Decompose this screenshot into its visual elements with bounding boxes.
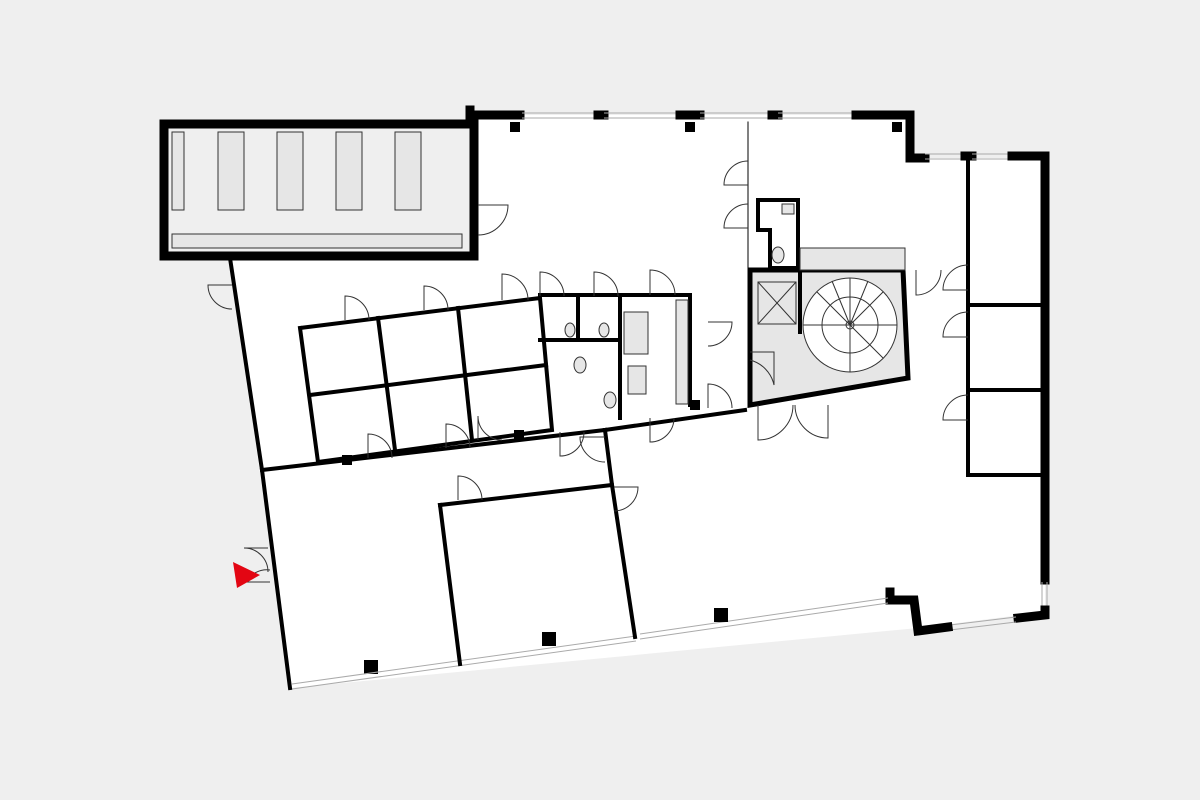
shelving: [171, 131, 463, 249]
location-triangle-icon: [233, 562, 260, 588]
columns: [342, 122, 902, 465]
interior-walls: [259, 121, 1047, 667]
storage-room: [159, 119, 479, 261]
doors[interactable]: [207, 160, 969, 583]
exterior-walls: [227, 105, 1050, 691]
wc-core: [756, 198, 800, 270]
spiral-stair: [802, 277, 898, 373]
toilet-fixtures: [564, 203, 795, 409]
